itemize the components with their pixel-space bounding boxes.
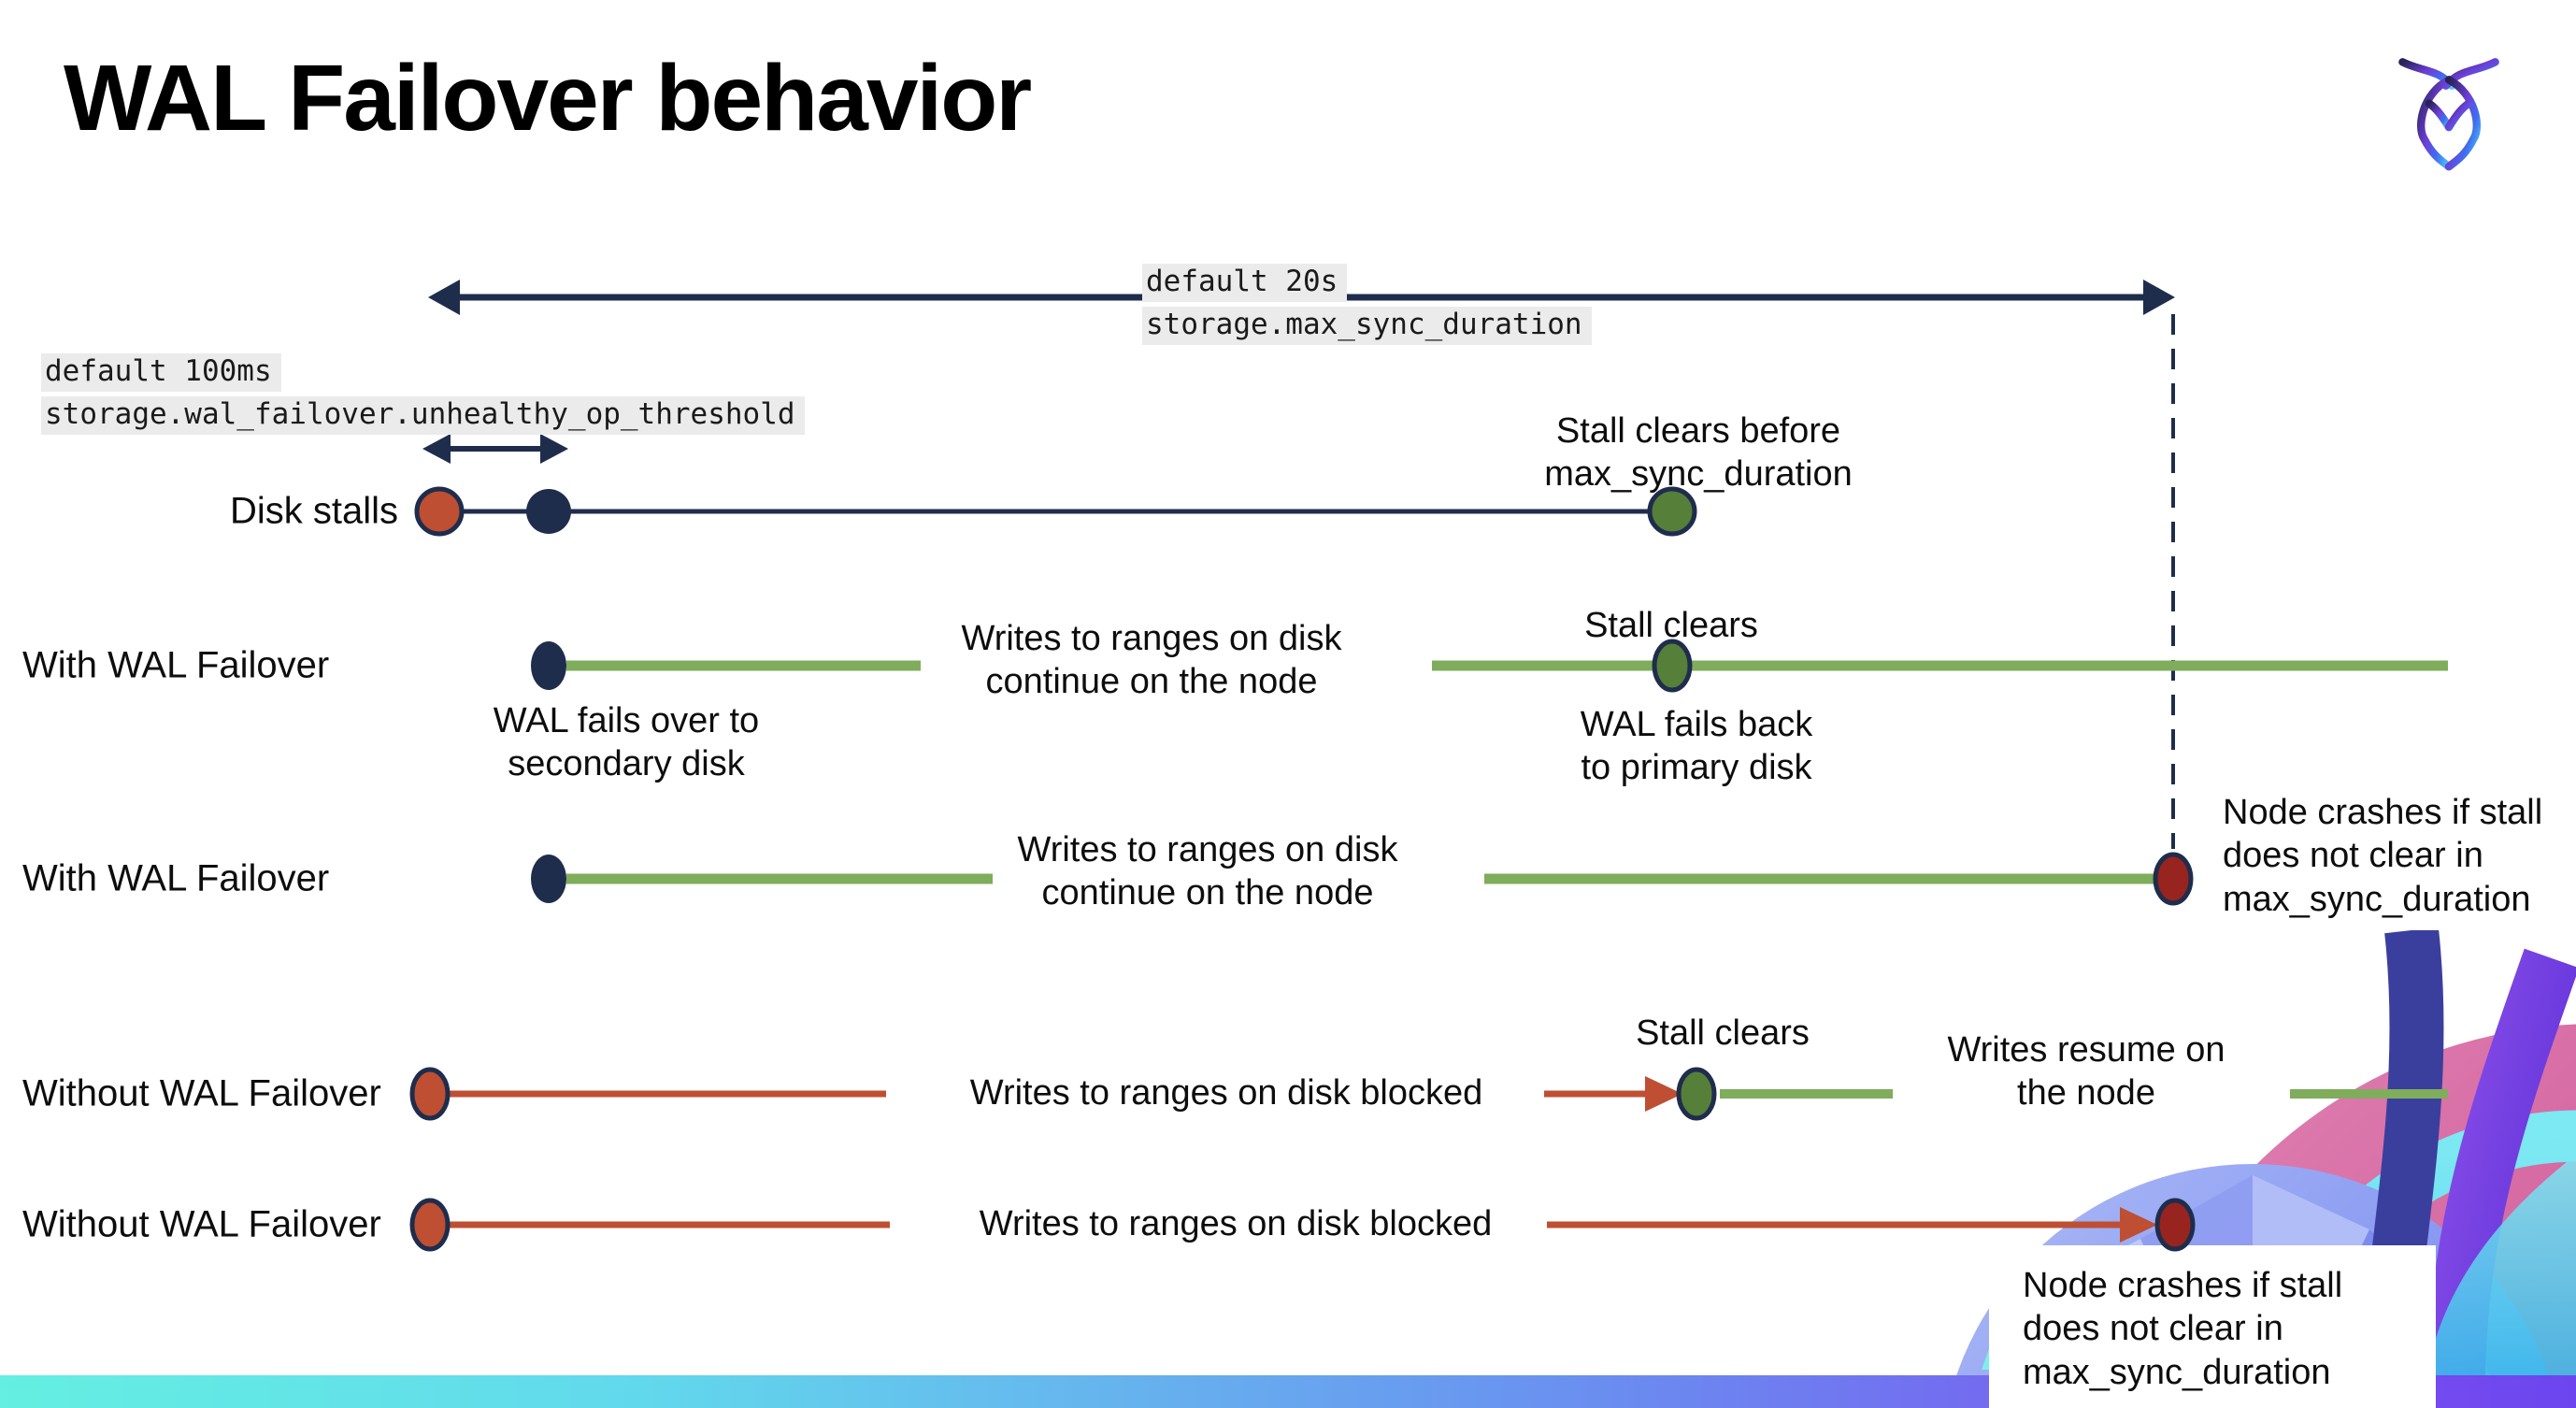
max-sync-arrowhead-right xyxy=(2143,280,2175,315)
disk-stall-dot-row4 xyxy=(409,1067,451,1121)
no-failover1-arrowhead xyxy=(1645,1076,1682,1112)
max-sync-setting-chip: storage.max_sync_duration xyxy=(1142,307,1592,345)
failover-dot-row2 xyxy=(531,641,566,690)
logo-branch-right xyxy=(2444,99,2473,132)
logo-body-right xyxy=(2444,76,2481,171)
max-sync-default-chip: default 20s xyxy=(1142,264,1348,302)
stall-clears-dot-row2 xyxy=(1652,639,1693,693)
threshold-default-chip: default 100ms xyxy=(41,353,281,392)
note-writes-continue-1: Writes to ranges on disk continue on the… xyxy=(961,619,1342,702)
note-stall-clears-before: Stall clears before max_sync_duration xyxy=(1544,411,1853,495)
max-sync-duration-annotation: default 20s storage.max_sync_duration xyxy=(1142,264,1592,350)
cockroachdb-logo-icon xyxy=(2398,58,2499,171)
note-stall-clears-1: Stall clears xyxy=(1584,606,1758,645)
disk-stall-start-dot xyxy=(414,486,465,537)
row-label-with-wal-failover-2: With WAL Failover xyxy=(22,857,330,899)
unhealthy-op-threshold-annotation: default 100ms storage.wal_failover.unhea… xyxy=(41,353,805,439)
note-writes-continue-2: Writes to ranges on disk continue on the… xyxy=(1017,830,1398,913)
note-writes-resume: Writes resume on the node xyxy=(1947,1030,2225,1113)
logo-branch-left xyxy=(2425,99,2454,132)
note-wal-fails-back: WAL fails back to primary disk xyxy=(1580,705,1813,788)
node-crash-callout-box: Node crashes if stall does not clear in … xyxy=(1989,1245,2436,1408)
failover-dot-row3 xyxy=(531,855,566,903)
row-label-disk-stalls: Disk stalls xyxy=(230,490,399,532)
note-node-crashes-2: Node crashes if stall does not clear in … xyxy=(2023,1266,2343,1392)
threshold-setting-chip: storage.wal_failover.unhealthy_op_thresh… xyxy=(41,396,805,435)
page-title: WAL Failover behavior xyxy=(64,46,1032,151)
disk-stall-dot-row5 xyxy=(409,1198,451,1252)
note-wal-fails-over: WAL fails over to secondary disk xyxy=(493,701,760,784)
note-stall-clears-2: Stall clears xyxy=(1636,1013,1810,1053)
stall-clears-dot-row4 xyxy=(1676,1067,1717,1121)
node-crash-dot-row3 xyxy=(2153,852,2194,906)
logo-body-left xyxy=(2417,76,2454,171)
row-label-with-wal-failover-1: With WAL Failover xyxy=(22,644,330,686)
threshold-reached-dot xyxy=(526,489,571,534)
max-sync-arrowhead-left xyxy=(428,280,460,315)
row-label-without-wal-failover-1: Without WAL Failover xyxy=(22,1072,381,1114)
row-label-without-wal-failover-2: Without WAL Failover xyxy=(22,1203,381,1245)
note-node-crashes-1: Node crashes if stall does not clear in … xyxy=(2223,793,2543,919)
note-writes-blocked-2: Writes to ranges on disk blocked xyxy=(979,1204,1493,1243)
art-cyan-wedge xyxy=(2421,1155,2576,1408)
note-writes-blocked-1: Writes to ranges on disk blocked xyxy=(969,1073,1483,1113)
